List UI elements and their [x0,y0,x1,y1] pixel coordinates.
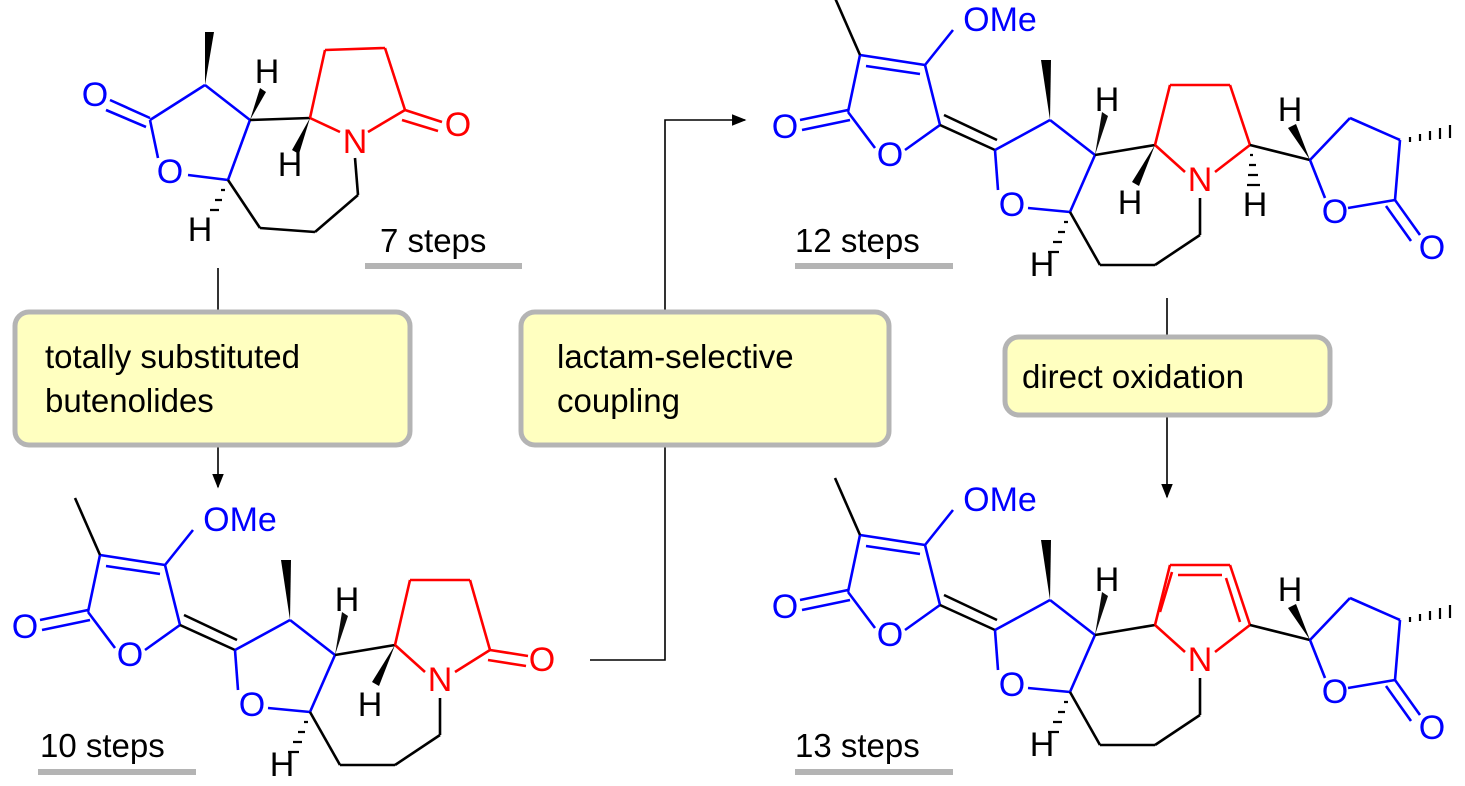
atom-h: H [255,53,280,91]
atom-n: N [1188,641,1213,679]
atom-ome: OMe [963,1,1037,39]
condition-box-coupling: lactam-selective coupling [518,309,892,448]
atom-o: O [117,636,143,674]
atom-o: O [12,608,38,646]
molecule-butenolide-lactam: O O OMe O O N H H H [12,496,555,784]
atom-h: H [1243,186,1268,224]
atom-n: N [1188,161,1213,199]
step-count-label: 10 steps [40,727,165,764]
atom-h: H [1278,571,1303,609]
atom-o: O [239,686,265,724]
atom-ome: OMe [963,481,1037,519]
atom-o: O [445,106,471,144]
atom-o: O [877,136,903,174]
atom-ome: OMe [203,501,277,539]
atom-h: H [188,211,213,249]
molecule-pyrrole: O O OMe O O O N H H H [772,476,1452,764]
atom-h: H [1118,184,1143,222]
atom-o: O [772,108,798,146]
atom-o: O [999,666,1025,704]
condition-text: lactam-selective [557,338,794,375]
atom-o: O [1322,193,1348,231]
atom-o: O [1419,229,1445,267]
atom-h: H [1030,246,1055,284]
condition-box-oxidation: direct oxidation [1002,334,1333,418]
condition-text: totally substituted [45,338,300,375]
atom-h: H [335,581,360,619]
atom-o: O [157,153,183,191]
atom-o: O [1322,673,1348,711]
condition-box-butenolides: totally substituted butenolides [12,309,413,448]
atom-o: O [877,616,903,654]
molecule-pyrrolidine: O O OMe O O O N H H H H H [772,0,1452,284]
atom-o: O [82,76,108,114]
atom-o: O [772,588,798,626]
step-count-label: 12 steps [795,222,920,259]
atom-o: O [529,641,555,679]
condition-text: direct oxidation [1022,358,1244,395]
atom-h: H [1278,91,1303,129]
atom-h: H [1095,561,1120,599]
atom-h: H [278,146,303,184]
condition-text: butenolides [45,382,214,419]
atom-n: N [428,661,453,699]
atom-o: O [999,186,1025,224]
atom-n: N [343,123,368,161]
step-count-label: 13 steps [795,727,920,764]
atom-o: O [1419,709,1445,747]
step-count-label: 7 steps [380,222,486,259]
atom-h: H [1095,81,1120,119]
condition-text: coupling [557,382,680,419]
atom-h: H [1030,726,1055,764]
atom-h: H [358,686,383,724]
atom-h: H [270,746,295,784]
molecule-lactam-lactone: O O O N H H H [82,32,471,249]
